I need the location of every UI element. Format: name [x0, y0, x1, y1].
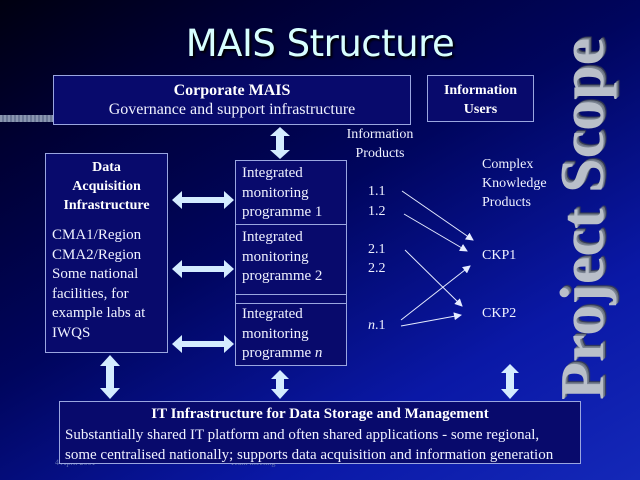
- programme-line: monitoring: [242, 325, 309, 342]
- programme-line: Integrated: [242, 306, 303, 322]
- programme-n-box: Integrated monitoring programme n: [235, 303, 347, 366]
- heading-line: Data: [92, 160, 121, 175]
- it-infrastructure-line1: Substantially shared IT platform and oft…: [65, 426, 540, 443]
- link-1-1-ckp1: [401, 190, 474, 241]
- product-2-1: 2.1: [368, 242, 386, 257]
- programme-line: monitoring: [242, 184, 309, 201]
- product-suffix: .1: [375, 318, 386, 333]
- body-line: example labs at: [52, 305, 146, 321]
- programme-label: programme: [242, 345, 315, 361]
- programme-line: Integrated: [242, 229, 303, 245]
- product-n-1: n.1: [368, 316, 386, 335]
- body-line: facilities, for: [52, 285, 129, 302]
- information-users-line1: Information: [443, 83, 518, 98]
- header-line: Products: [355, 146, 405, 161]
- link-2-1-ckp2: [404, 249, 463, 307]
- body-line: CMA1/Region: [52, 227, 142, 243]
- programme-index: n: [314, 345, 323, 361]
- double-arrow-vertical-users: [501, 364, 519, 399]
- data-acquisition-box: Data Acquisition Infrastructure CMA1/Reg…: [45, 153, 168, 353]
- it-infrastructure-box: IT Infrastructure for Data Storage and M…: [59, 401, 581, 464]
- header-line: Knowledge: [482, 176, 547, 191]
- heading-line: Infrastructure: [63, 198, 150, 213]
- double-arrow-vertical-corporate: [270, 127, 290, 159]
- product-1-2: 1.2: [368, 204, 386, 219]
- corporate-mais-subtitle: Governance and support infrastructure: [108, 101, 356, 118]
- ckp2-label: CKP2: [482, 306, 517, 321]
- information-users-box: Information Users: [427, 75, 534, 122]
- it-infrastructure-heading: IT Infrastructure for Data Storage and M…: [151, 406, 489, 422]
- programme-line: programme n: [242, 344, 340, 364]
- double-arrow-vertical-programmes: [271, 370, 289, 399]
- data-acquisition-heading: Data Acquisition Infrastructure: [52, 158, 161, 215]
- product-index: n: [368, 318, 375, 333]
- double-arrow-programme-n: [172, 335, 234, 353]
- ckp1-label: CKP1: [482, 248, 517, 263]
- slide-title: MAIS Structure: [185, 22, 455, 65]
- product-1-1: 1.1: [368, 184, 386, 199]
- double-arrow-vertical-acquisition: [100, 355, 120, 399]
- knowledge-products-header: Complex Knowledge Products: [482, 155, 547, 212]
- it-infrastructure-line2: some centralised nationally; supports da…: [65, 446, 554, 463]
- programme-line: Integrated: [242, 165, 303, 181]
- heading-line: Acquisition: [72, 179, 141, 194]
- programme-line: programme 2: [242, 268, 323, 284]
- programme-2-box: Integrated monitoring programme 2: [235, 224, 347, 295]
- body-line: Some national: [52, 266, 139, 282]
- link-1-2-ckp1: [403, 213, 468, 252]
- link-n-1-ckp1: [400, 265, 471, 321]
- body-line: IWQS: [52, 324, 91, 341]
- information-users-line2: Users: [463, 102, 498, 117]
- product-2-2: 2.2: [368, 261, 386, 276]
- programme-line: programme 1: [242, 204, 323, 220]
- corporate-mais-heading: Corporate MAIS: [173, 82, 291, 99]
- double-arrow-programme-1: [172, 191, 234, 209]
- information-products-header: Information Products: [335, 125, 425, 163]
- header-line: Information: [346, 127, 414, 142]
- header-line: Products: [482, 195, 531, 210]
- link-n-1-ckp2: [400, 312, 462, 327]
- double-arrow-programme-2: [172, 260, 234, 278]
- header-line: Complex: [482, 157, 534, 172]
- decorative-stripe: [0, 115, 58, 122]
- programme-1-box: Integrated monitoring programme 1: [235, 160, 347, 225]
- data-acquisition-body: CMA1/Region CMA2/Region Some national fa…: [52, 226, 161, 343]
- corporate-mais-box: Corporate MAIS Governance and support in…: [53, 75, 411, 125]
- programme-line: monitoring: [242, 248, 309, 265]
- body-line: CMA2/Region: [52, 246, 142, 263]
